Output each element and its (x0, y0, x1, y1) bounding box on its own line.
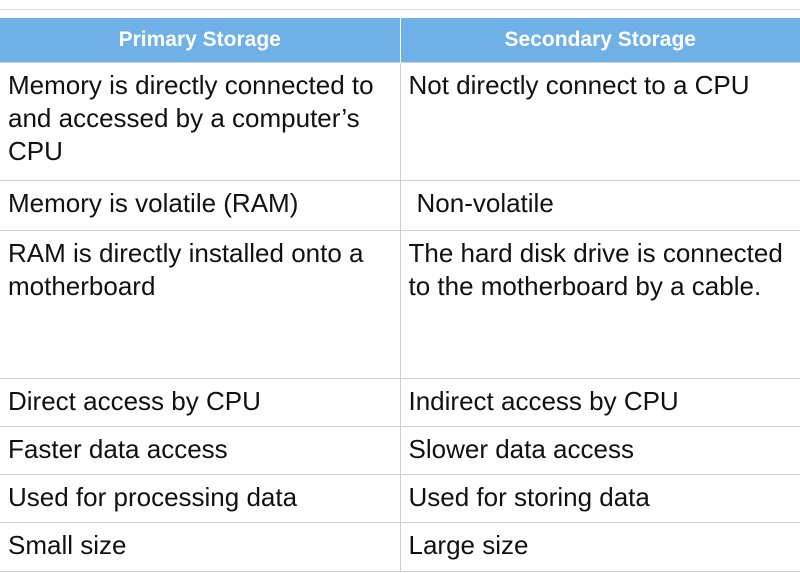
secondary-cell: Indirect access by CPU (400, 378, 800, 427)
table-row: Direct access by CPU Indirect access by … (0, 378, 800, 427)
table-row: Memory is directly connected to and acce… (0, 62, 800, 181)
header-primary-storage: Primary Storage (0, 18, 401, 63)
primary-cell: Faster data access (0, 426, 401, 475)
secondary-cell: Non-volatile (400, 180, 800, 231)
primary-cell: Memory is directly connected to and acce… (0, 62, 401, 181)
secondary-cell: The hard disk drive is connected to the … (400, 230, 800, 379)
table-row: Used for processing data Used for storin… (0, 474, 800, 523)
primary-cell: Direct access by CPU (0, 378, 401, 427)
header-row: Primary Storage Secondary Storage (0, 18, 800, 63)
secondary-cell: Used for storing data (400, 474, 800, 523)
table-body: Memory is directly connected to and acce… (0, 62, 800, 572)
header-secondary-storage: Secondary Storage (400, 18, 800, 63)
top-divider (0, 9, 800, 10)
table-row: Faster data access Slower data access (0, 426, 800, 475)
secondary-cell: Slower data access (400, 426, 800, 475)
secondary-cell: Large size (400, 522, 800, 572)
table-row: Small size Large size (0, 522, 800, 572)
storage-comparison-table: Primary Storage Secondary Storage Memory… (0, 18, 800, 572)
primary-cell: Small size (0, 522, 401, 572)
primary-cell: Used for processing data (0, 474, 401, 523)
secondary-cell: Not directly connect to a CPU (400, 62, 800, 181)
primary-cell: Memory is volatile (RAM) (0, 180, 401, 231)
table-row: Memory is volatile (RAM) Non-volatile (0, 180, 800, 231)
primary-cell: RAM is directly installed onto a motherb… (0, 230, 401, 379)
table-header: Primary Storage Secondary Storage (0, 18, 800, 63)
table-row: RAM is directly installed onto a motherb… (0, 230, 800, 379)
